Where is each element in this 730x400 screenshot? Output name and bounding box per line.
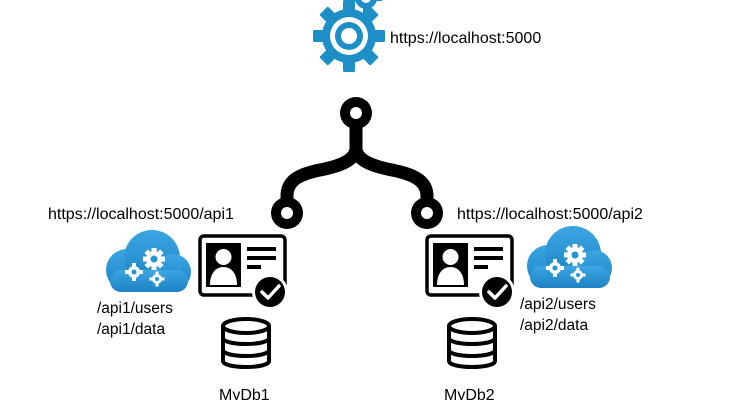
db-1-name-label: MyDb1 xyxy=(219,387,270,400)
service-2-url-label: https://localhost:5000/api2 xyxy=(457,206,643,223)
service-2-endpoint-users: /api2/users xyxy=(520,296,596,313)
db-2-name-label: MyDb2 xyxy=(444,387,495,400)
service-1-endpoint-users: /api1/users xyxy=(97,300,173,317)
gateway-url-label: https://localhost:5000 xyxy=(390,30,542,47)
service-2-endpoint-data: /api2/data xyxy=(520,317,589,334)
service-1-url-label: https://localhost:5000/api1 xyxy=(48,206,234,223)
service-1-endpoint-data: /api1/data xyxy=(97,321,166,338)
